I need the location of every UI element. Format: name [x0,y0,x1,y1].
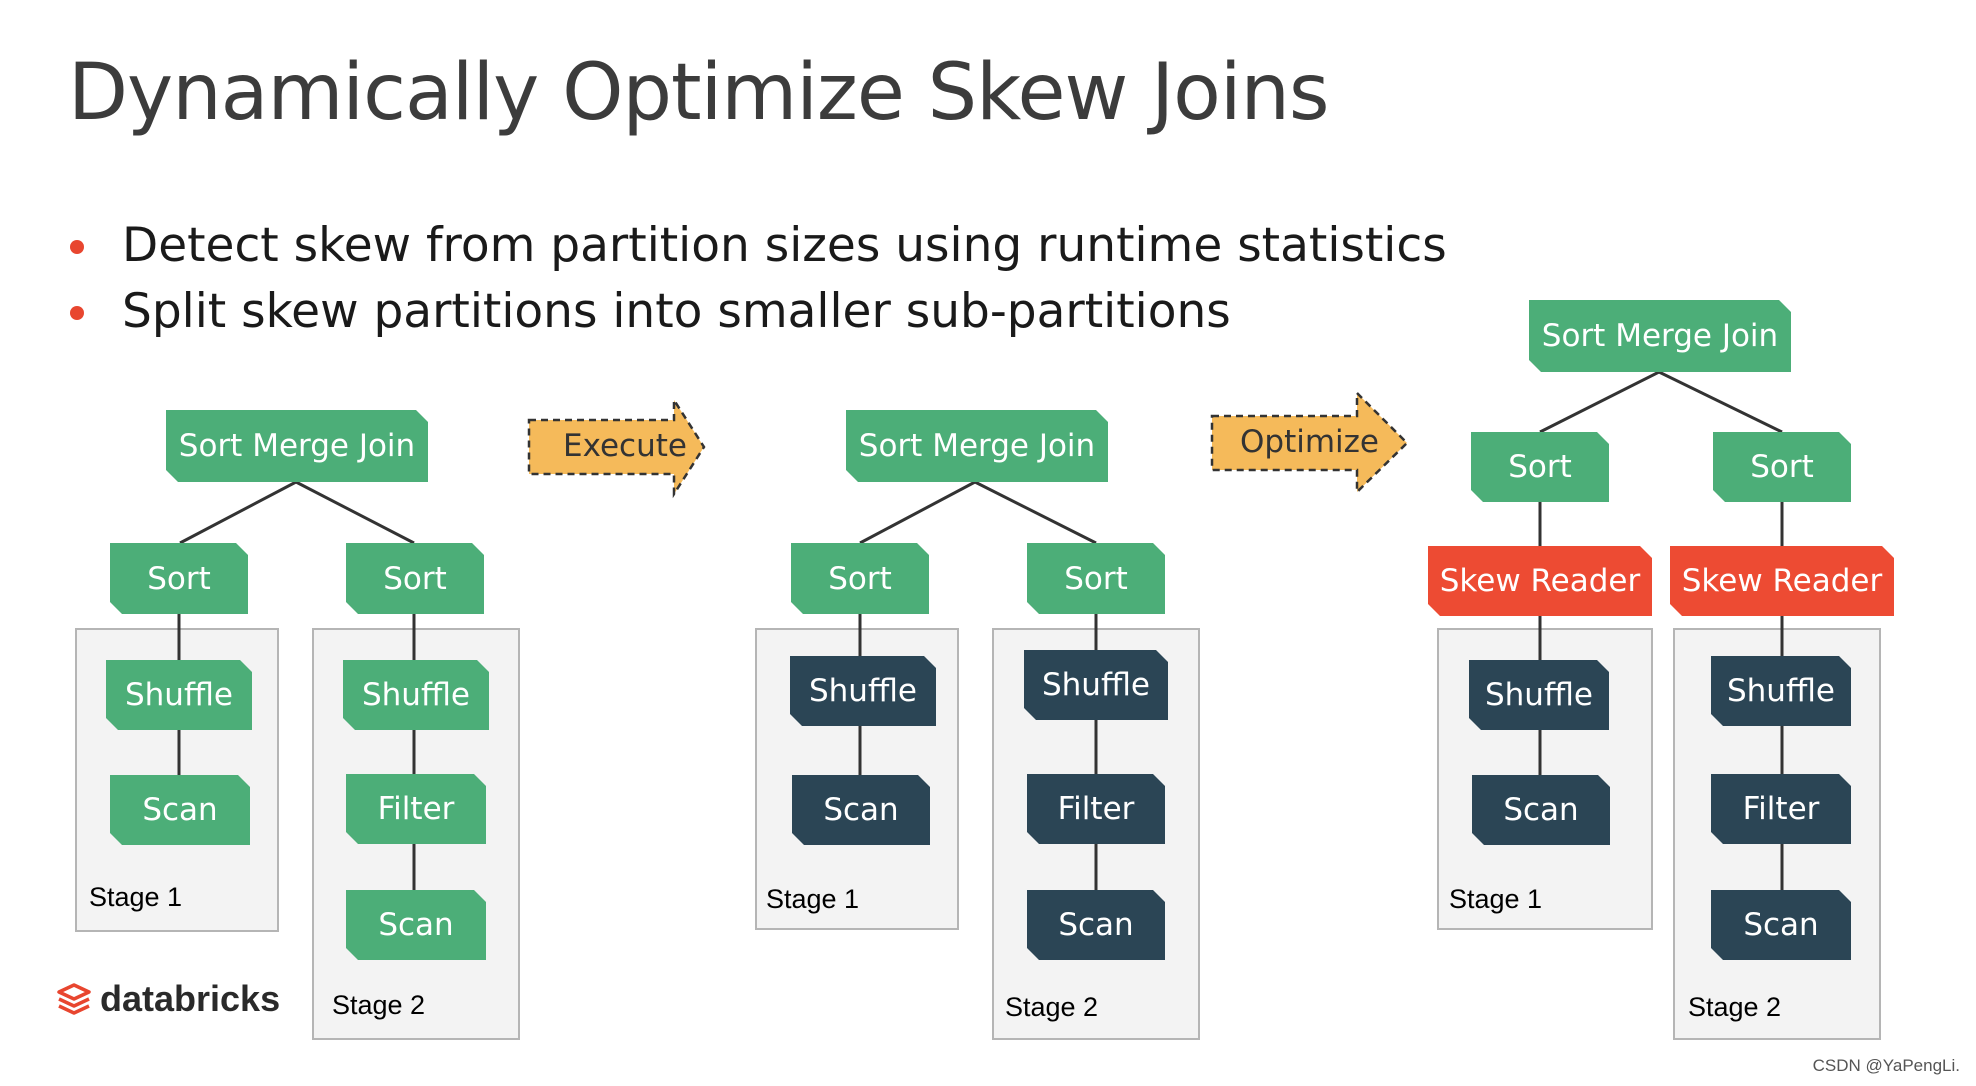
plan3-right-filter-node: Filter [1711,774,1851,844]
plan3-right-skew-reader-node: Skew Reader [1670,546,1894,616]
plan3-left-scan-node: Scan [1472,775,1610,845]
plan3-left-skew-reader-node: Skew Reader [1428,546,1652,616]
optimize-arrow-label: Optimize [1240,424,1380,460]
bullet-list: Detect skew from partition sizes using r… [68,218,1447,350]
optimize-arrow-icon [1210,389,1409,495]
plan3-left-sort-node: Sort [1471,432,1609,502]
bullet-item: Detect skew from partition sizes using r… [68,218,1447,284]
plan3-right-scan-node: Scan [1711,890,1851,960]
plan1-left-sort-node: Sort [110,543,248,614]
plan2-left-shuffle-node: Shuffle [790,656,936,726]
plan2-left-scan-node: Scan [792,775,930,845]
plan1-stage1-label: Stage 1 [89,882,183,912]
plan1-right-shuffle-node: Shuffle [343,660,489,730]
plan3-stage1-label: Stage 1 [1449,884,1543,914]
plan2-stage1-label: Stage 1 [766,884,860,914]
plan1-left-scan-node: Scan [110,775,250,845]
watermark: CSDN @YaPengLi. [1812,1056,1960,1075]
plan2-right-filter-node: Filter [1027,774,1165,844]
plan2-left-sort-node: Sort [791,543,929,614]
plan3-right-sort-node: Sort [1713,432,1851,502]
plan2-right-shuffle-node: Shuffle [1024,650,1168,720]
plan1-right-scan-node: Scan [346,890,486,960]
plan1-left-shuffle-node: Shuffle [106,660,252,730]
plan3-right-shuffle-node: Shuffle [1711,656,1851,726]
plan2-stage2-label: Stage 2 [1005,992,1099,1022]
execute-arrow-label: Execute [563,428,687,464]
bullet-item: Split skew partitions into smaller sub-p… [68,284,1447,350]
plan1-right-sort-node: Sort [346,543,484,614]
execute-arrow-icon [527,395,706,499]
slide-title: Dynamically Optimize Skew Joins [68,48,1330,138]
plan2-right-sort-node: Sort [1027,543,1165,614]
databricks-logo: databricks [56,978,280,1020]
plan1-stage2-label: Stage 2 [332,990,426,1020]
plan3-sort-merge-join-node: Sort Merge Join [1529,300,1791,372]
plan3-stage2-label: Stage 2 [1688,992,1782,1022]
plan1-sort-merge-join-node: Sort Merge Join [166,410,428,482]
logo-text: databricks [100,978,281,1019]
plan2-right-scan-node: Scan [1027,890,1165,960]
plan1-right-filter-node: Filter [346,774,486,844]
databricks-logo-icon [57,983,91,1015]
plan2-sort-merge-join-node: Sort Merge Join [846,410,1108,482]
plan3-left-shuffle-node: Shuffle [1469,660,1609,730]
